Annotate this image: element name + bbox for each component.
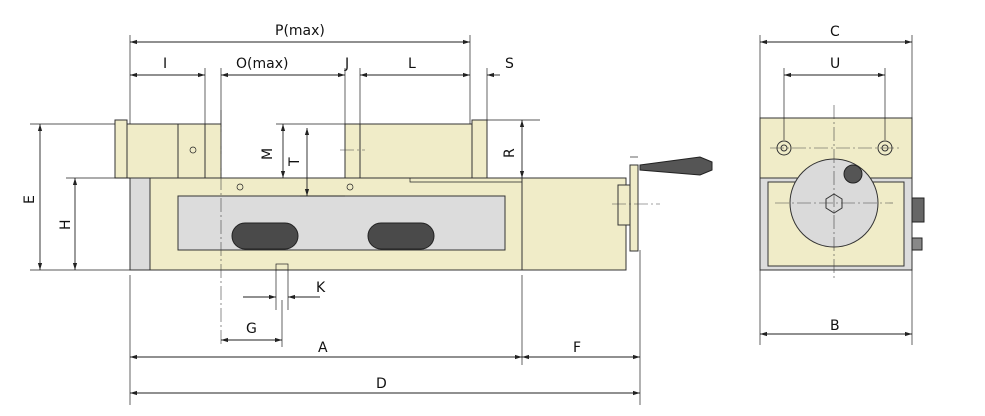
label-C: C [830, 24, 840, 40]
handle-knob [843, 164, 863, 184]
side-labels: P(max) I O(max) J L S M T R E H K G A F … [22, 23, 581, 392]
vise-inner-channel [177, 195, 506, 251]
side-dimensions [30, 35, 641, 405]
bottom-notch [275, 263, 289, 271]
label-K: K [316, 280, 326, 296]
label-B: B [830, 318, 840, 334]
label-M: M [260, 148, 276, 160]
label-A: A [318, 340, 328, 356]
end-labels: C U B [830, 24, 840, 334]
side-view [114, 110, 713, 345]
hex-socket-icon [825, 193, 843, 214]
jaw-screw-icon [189, 146, 197, 154]
fixed-jaw-face [204, 123, 222, 179]
label-P: P(max) [275, 23, 325, 39]
movable-jaw-block [359, 123, 473, 179]
label-O: O(max) [236, 56, 288, 72]
jaw-step-line [409, 178, 522, 183]
label-D: D [376, 376, 387, 392]
label-R: R [502, 148, 518, 158]
mounting-slot [367, 222, 435, 250]
label-J: J [344, 56, 349, 72]
label-T: T [287, 157, 303, 167]
movable-jaw-face [344, 123, 361, 179]
handwheel [629, 164, 639, 252]
side-nipple [911, 237, 923, 251]
label-U: U [830, 56, 840, 72]
label-H: H [58, 219, 74, 230]
label-G: G [246, 321, 257, 337]
mounting-slot [231, 222, 299, 250]
movable-jaw-lip [471, 119, 488, 179]
end-view [759, 105, 925, 278]
side-fitting [911, 197, 925, 223]
label-L: L [408, 56, 416, 72]
label-I: I [163, 56, 167, 72]
screw-hole-icon [236, 183, 244, 191]
screw-hole-icon [346, 183, 354, 191]
spindle-housing [521, 177, 627, 271]
label-S: S [505, 56, 514, 72]
fixed-jaw-lip [114, 119, 128, 179]
label-E: E [22, 195, 38, 204]
label-F: F [573, 340, 581, 356]
end-dimensions [759, 35, 913, 345]
handle-grip [639, 156, 713, 176]
